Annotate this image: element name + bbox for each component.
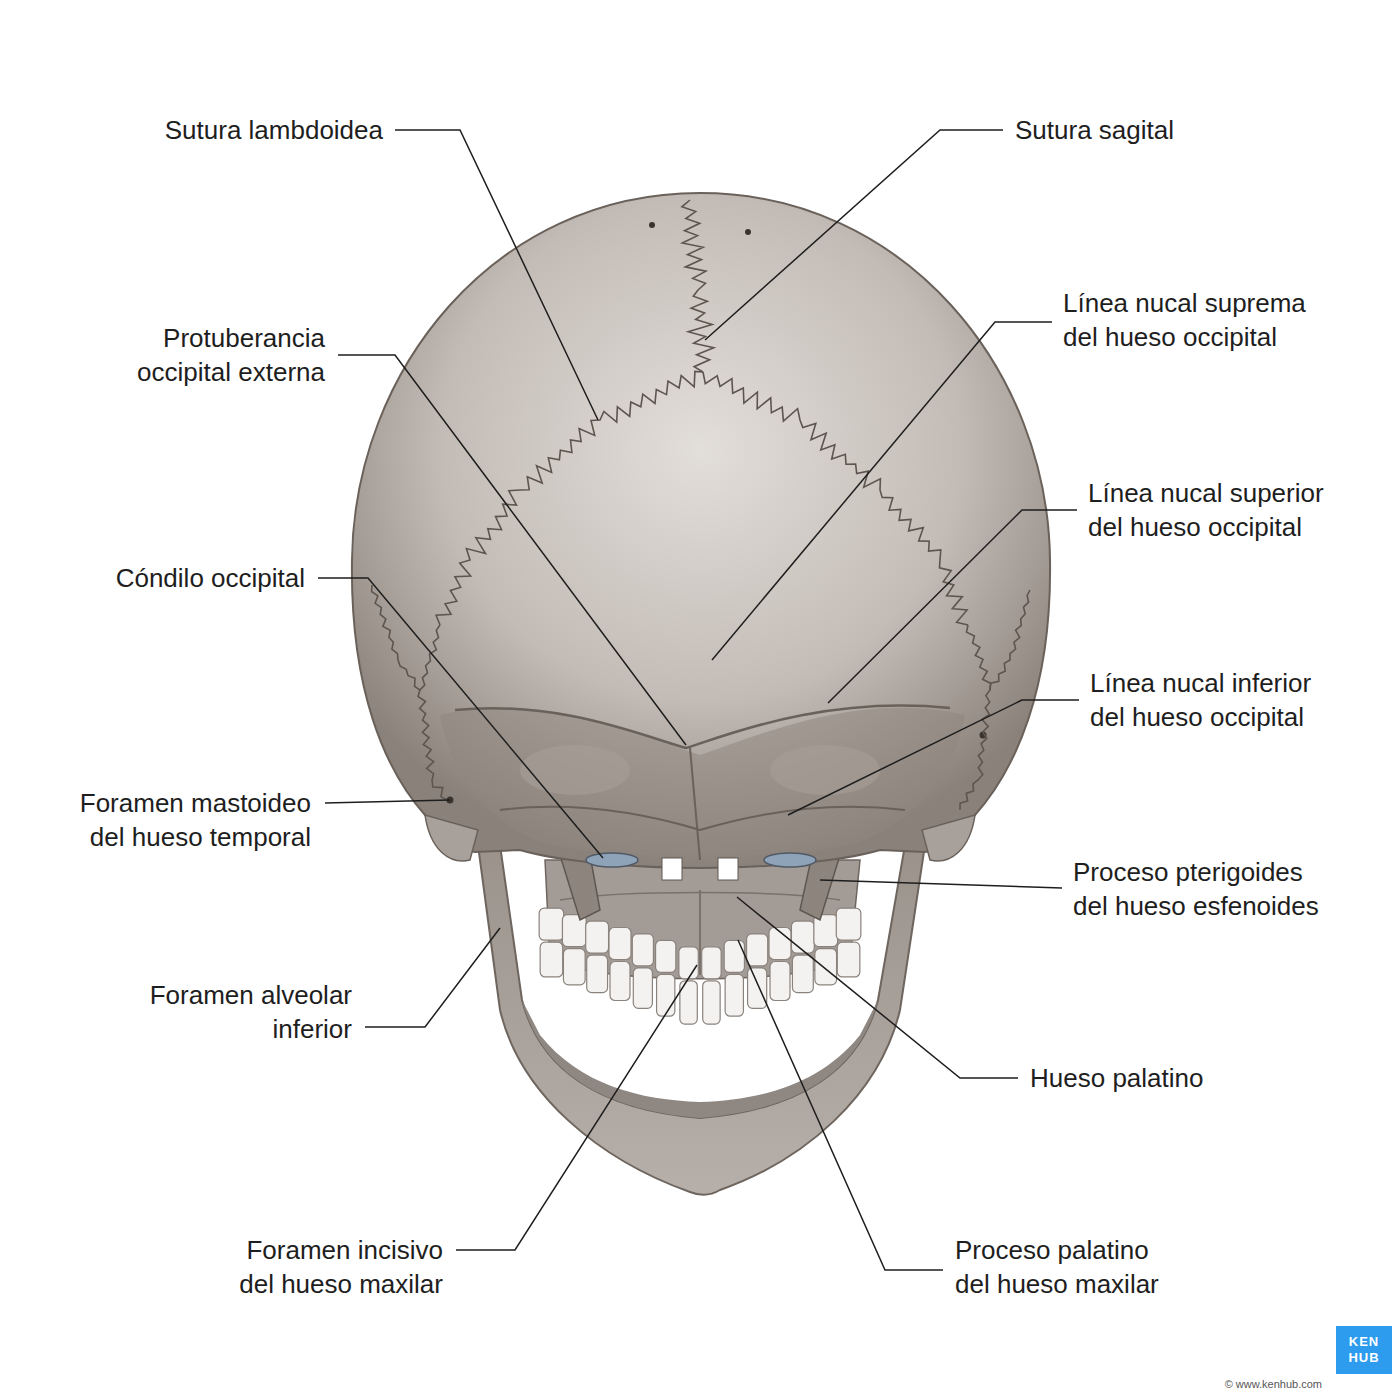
- anatomy-label: Foramen incisivo del hueso maxilar: [236, 1233, 443, 1301]
- tooth: [679, 947, 698, 979]
- anatomy-label: Protuberancia occipital externa: [134, 321, 325, 389]
- leader-line: [318, 578, 603, 858]
- tooth: [836, 908, 861, 940]
- tooth: [656, 940, 676, 972]
- tooth: [702, 947, 721, 979]
- anatomy-label: Foramen alveolar inferior: [147, 978, 352, 1046]
- suture-line: [703, 372, 968, 625]
- leader-line: [788, 700, 1079, 815]
- tooth: [725, 974, 743, 1016]
- tooth: [724, 940, 744, 972]
- suture-line: [372, 585, 420, 690]
- leader-line: [712, 322, 1052, 660]
- leader-line: [338, 355, 686, 745]
- suture-line: [682, 200, 714, 372]
- logo-text: HUB: [1336, 1350, 1392, 1365]
- logo-text: KEN: [1336, 1334, 1392, 1349]
- anatomy-label: Proceso palatino del hueso maxilar: [955, 1233, 1162, 1301]
- leader-line: [456, 965, 697, 1250]
- suture-line: [990, 590, 1030, 690]
- tooth: [657, 974, 675, 1016]
- logo-box: [1336, 1326, 1392, 1374]
- tooth: [815, 949, 837, 985]
- tooth: [748, 968, 767, 1008]
- credit-text: © www.kenhub.com: [1225, 1378, 1322, 1391]
- anatomy-label: Sutura lambdoidea: [162, 113, 383, 147]
- tooth: [586, 921, 609, 953]
- tooth: [792, 955, 813, 993]
- teeth: [539, 908, 861, 1024]
- tooth: [539, 908, 564, 940]
- cranium: [352, 193, 1050, 868]
- leader-line: [395, 130, 598, 420]
- anatomy-label: Línea nucal inferior del hueso occipital: [1090, 666, 1314, 734]
- tooth: [587, 955, 608, 993]
- anatomy-label: Línea nucal superior del hueso occipital: [1088, 476, 1327, 544]
- leader-line: [737, 897, 1018, 1078]
- anatomy-label: Línea nucal suprema del hueso occipital: [1063, 286, 1309, 354]
- suture-line: [436, 371, 703, 625]
- anatomy-label: Cóndilo occipital: [113, 561, 305, 595]
- leader-line: [365, 928, 500, 1027]
- tooth: [540, 942, 563, 977]
- anatomy-label: Foramen mastoideo del hueso temporal: [77, 786, 311, 854]
- tooth: [610, 962, 630, 1001]
- leader-line: [828, 510, 1077, 703]
- tooth: [837, 942, 860, 977]
- suture-line: [418, 625, 447, 800]
- tooth: [791, 921, 814, 953]
- mandible: [478, 845, 925, 1195]
- leader-line: [325, 800, 450, 803]
- tooth: [633, 968, 652, 1008]
- mandible-inner: [522, 1000, 878, 1118]
- tooth: [563, 949, 585, 985]
- leader-line: [705, 130, 1003, 340]
- tooth: [609, 928, 631, 960]
- anatomy-label: Proceso pterigoides del hueso esfenoides: [1073, 855, 1322, 923]
- tooth: [747, 934, 768, 966]
- anatomy-label: Sutura sagital: [1015, 113, 1177, 147]
- leader-line: [820, 880, 1062, 888]
- tooth: [770, 962, 790, 1001]
- leader-line: [738, 940, 943, 1270]
- sutures: [372, 200, 1030, 810]
- tooth: [632, 934, 653, 966]
- anatomy-label: Hueso palatino: [1030, 1061, 1206, 1095]
- tooth: [703, 981, 720, 1024]
